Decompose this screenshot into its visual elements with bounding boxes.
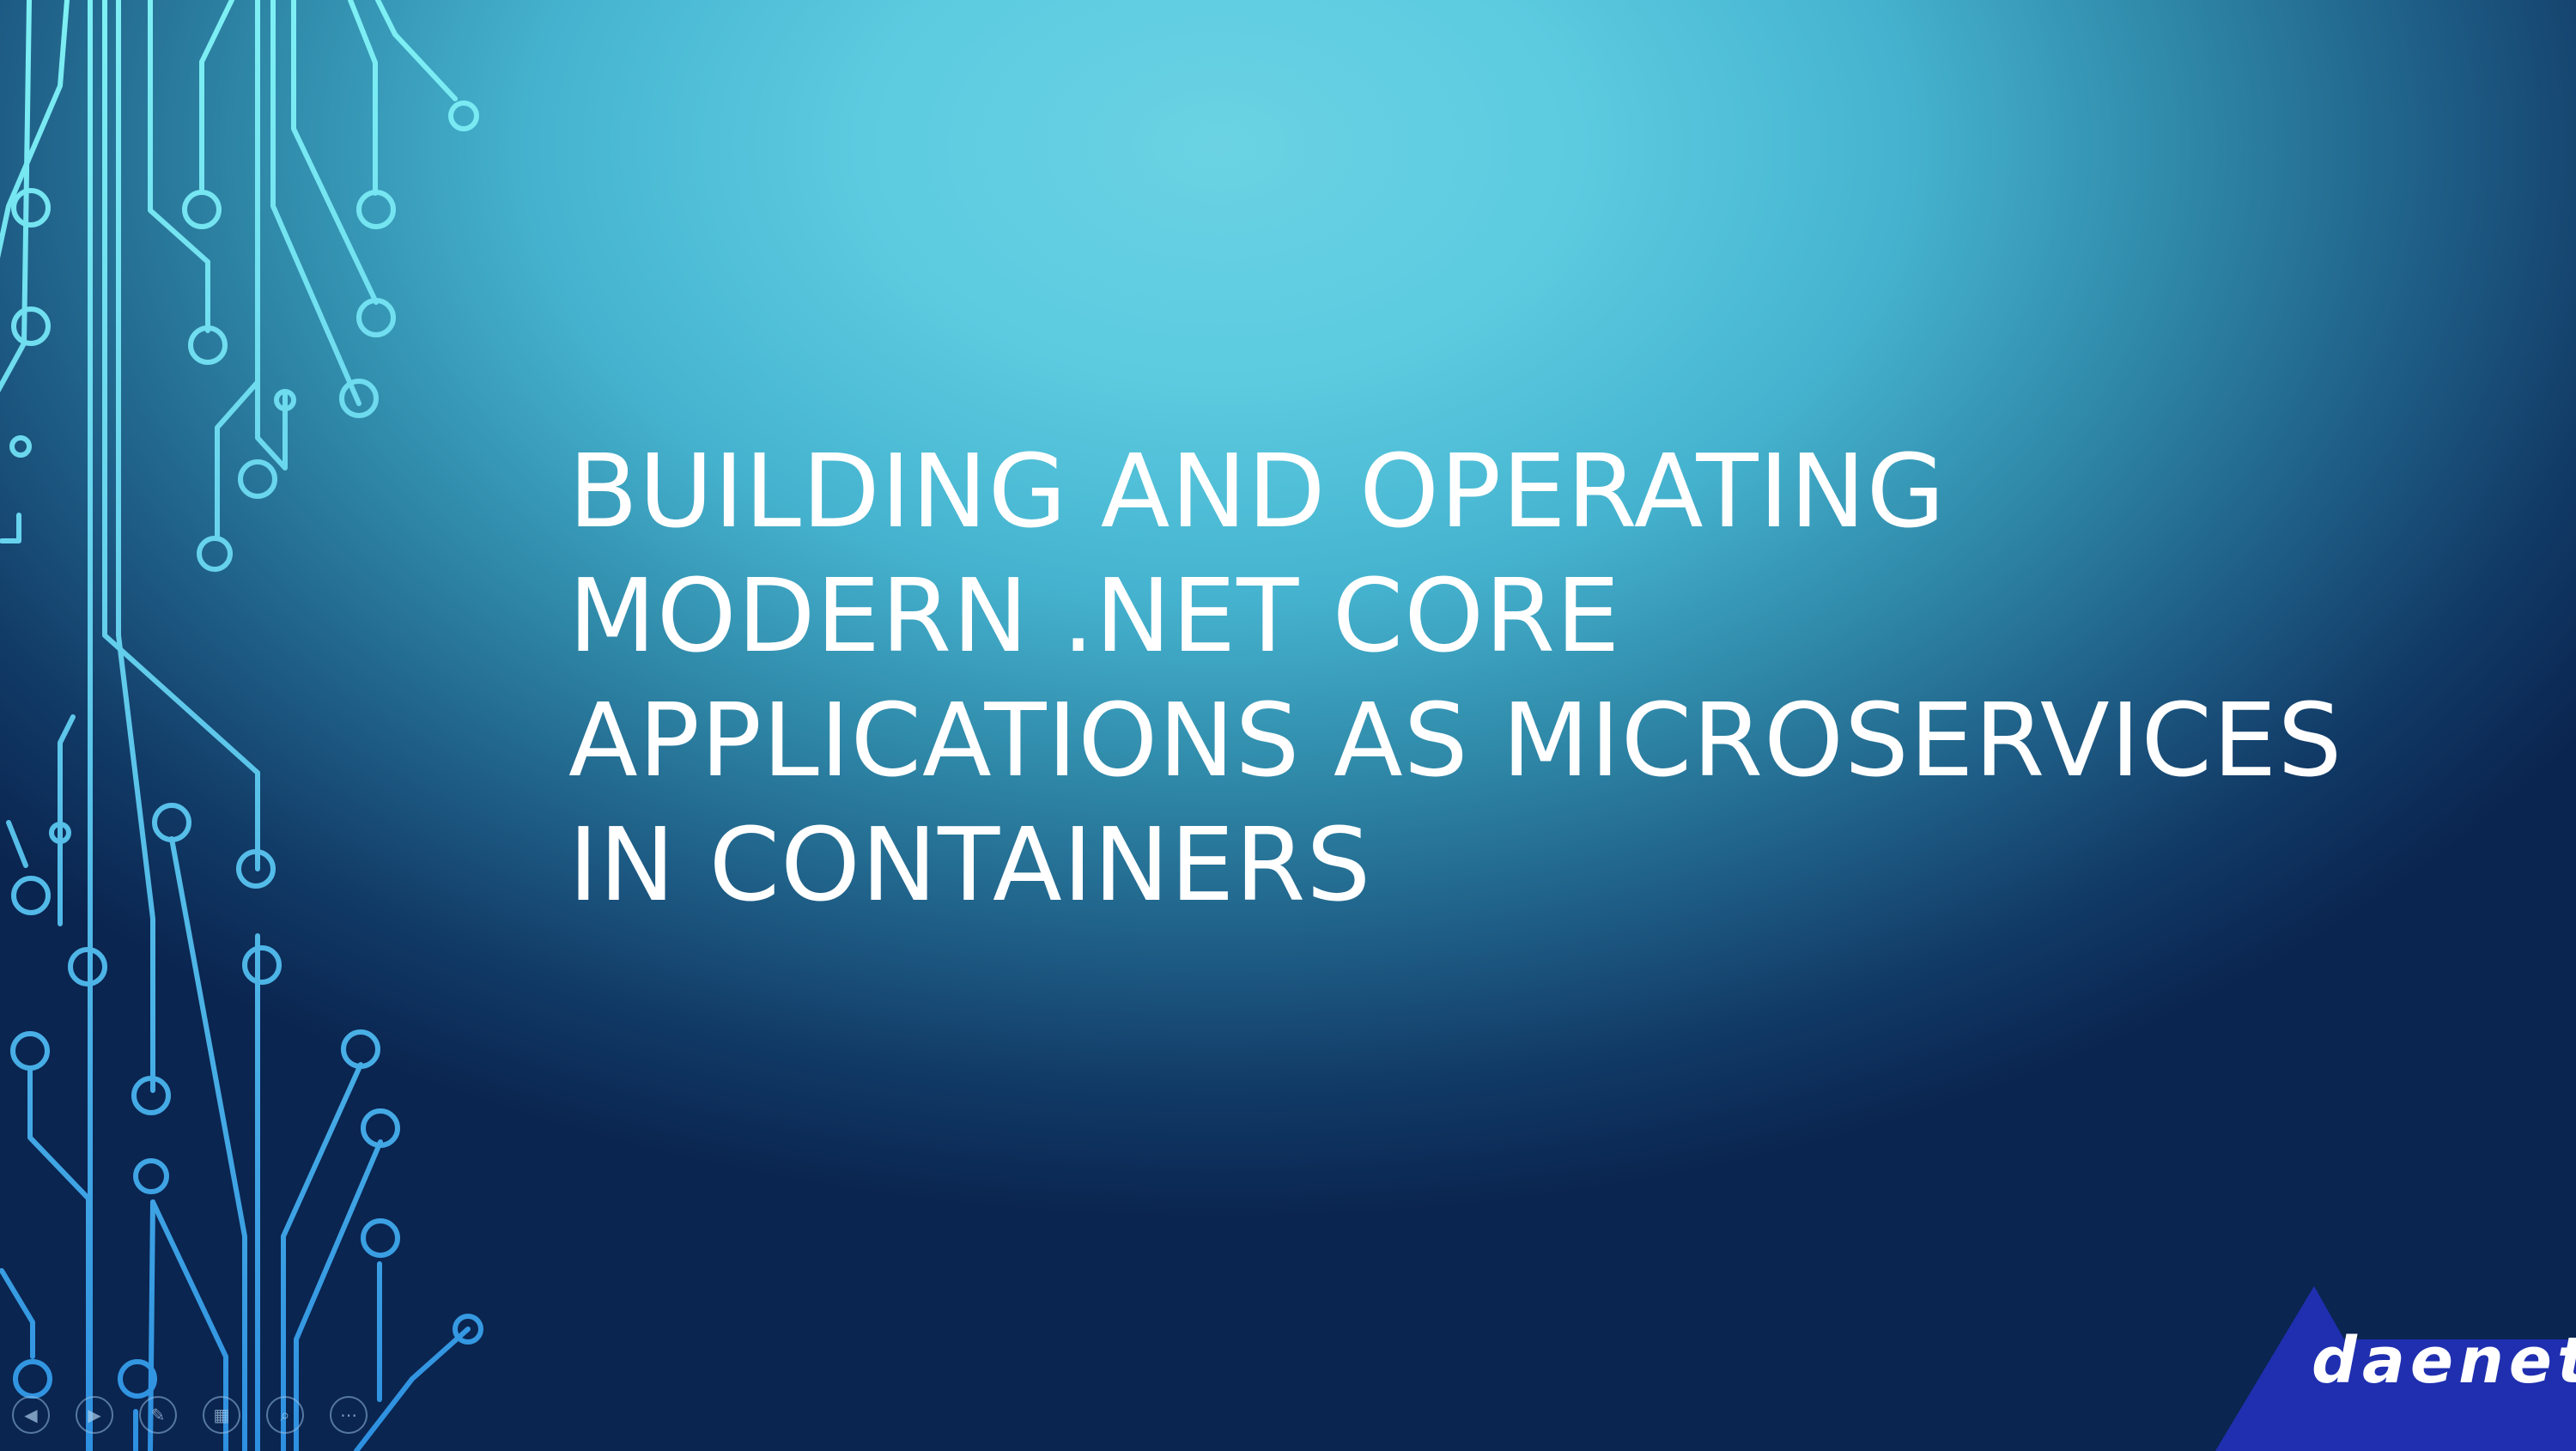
slides-grid-icon: ▦ — [213, 1405, 230, 1425]
more-options-button[interactable]: ⋯ — [330, 1396, 368, 1434]
zoom-icon: ⌕ — [280, 1405, 290, 1425]
more-options-icon: ⋯ — [340, 1405, 357, 1425]
daenet-logo-shape — [2215, 1286, 2576, 1451]
circuit-board-decoration — [0, 0, 483, 1451]
previous-slide-icon: ◀ — [24, 1405, 38, 1425]
slide-title-line: BUILDING AND OPERATING — [568, 432, 1947, 550]
slide-title-line: IN CONTAINERS — [568, 805, 1372, 924]
next-slide-icon: ▶ — [88, 1405, 101, 1425]
zoom-button[interactable]: ⌕ — [266, 1396, 304, 1434]
pen-tool-button[interactable]: ✎ — [139, 1396, 177, 1434]
see-all-slides-button[interactable]: ▦ — [203, 1396, 240, 1434]
slide-title-line: APPLICATIONS AS MICROSERVICES — [568, 681, 2343, 799]
slideshow-controls: ◀ ▶ ✎ ▦ ⌕ ⋯ — [12, 1396, 368, 1436]
next-slide-button[interactable]: ▶ — [76, 1396, 113, 1434]
pen-icon: ✎ — [150, 1405, 166, 1425]
slide-title: BUILDING AND OPERATING MODERN .NET CORE … — [568, 429, 2458, 927]
previous-slide-button[interactable]: ◀ — [12, 1396, 50, 1434]
slide-title-line: MODERN .NET CORE — [568, 556, 1621, 675]
daenet-logo-text: daenet — [2312, 1324, 2576, 1398]
